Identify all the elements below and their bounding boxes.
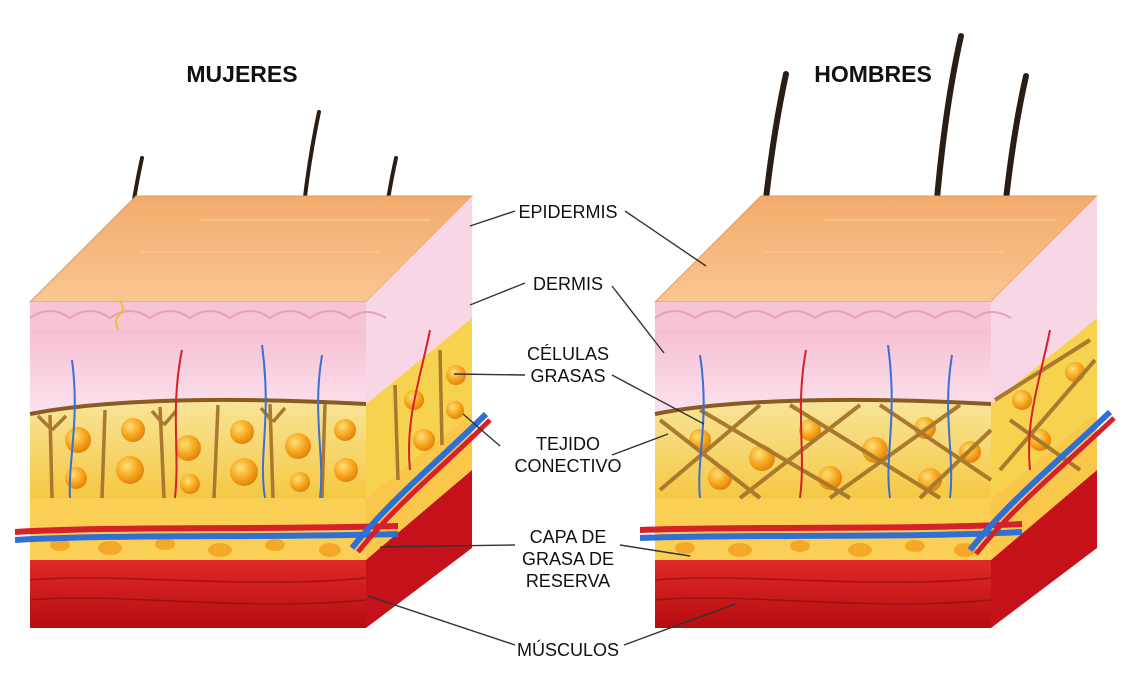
label-fat-cells-line2: GRASAS: [530, 366, 605, 386]
label-muscles: MÚSCULOS: [517, 639, 619, 660]
women-title: MUJERES: [186, 61, 297, 87]
women-artery: [14, 523, 399, 535]
men-vein: [639, 529, 1023, 541]
label-reserve-line3: RESERVA: [526, 571, 610, 591]
women-dermis-side: [366, 196, 472, 404]
women-connective-tissue: [36, 349, 444, 499]
men-connective-tissue: [658, 338, 1097, 500]
center-labels: EPIDERMIS DERMIS CÉLULAS GRASAS TEJIDO C…: [514, 202, 621, 660]
women-epidermis-front: [30, 302, 366, 330]
women-muscle-side: [366, 470, 472, 628]
label-epidermis: EPIDERMIS: [518, 202, 617, 222]
women-vein: [14, 531, 399, 543]
women-capillaries: [68, 299, 431, 499]
women-muscle-front: [30, 560, 366, 628]
leader-lines: [367, 210, 736, 646]
label-dermis: DERMIS: [533, 274, 603, 294]
label-connective-line1: TEJIDO: [536, 434, 600, 454]
label-reserve-line1: CAPA DE: [530, 527, 607, 547]
women-reserve-fat-cells: [50, 538, 341, 557]
label-fat-cells-line1: CÉLULAS: [527, 344, 609, 364]
label-connective-line2: CONECTIVO: [514, 456, 621, 476]
men-fat-side: [991, 318, 1097, 498]
label-reserve-line2: GRASA DE: [522, 549, 614, 569]
men-capillaries: [698, 329, 1051, 499]
men-skin-block: HOMBRES: [639, 33, 1116, 628]
men-epidermis-front: [655, 302, 991, 330]
women-skin-block: MUJERES: [14, 61, 492, 628]
men-title: HOMBRES: [814, 61, 932, 87]
men-dermis-side: [991, 196, 1097, 404]
men-artery: [639, 521, 1023, 533]
men-muscle-front: [655, 560, 991, 628]
men-muscle-side: [991, 470, 1097, 628]
